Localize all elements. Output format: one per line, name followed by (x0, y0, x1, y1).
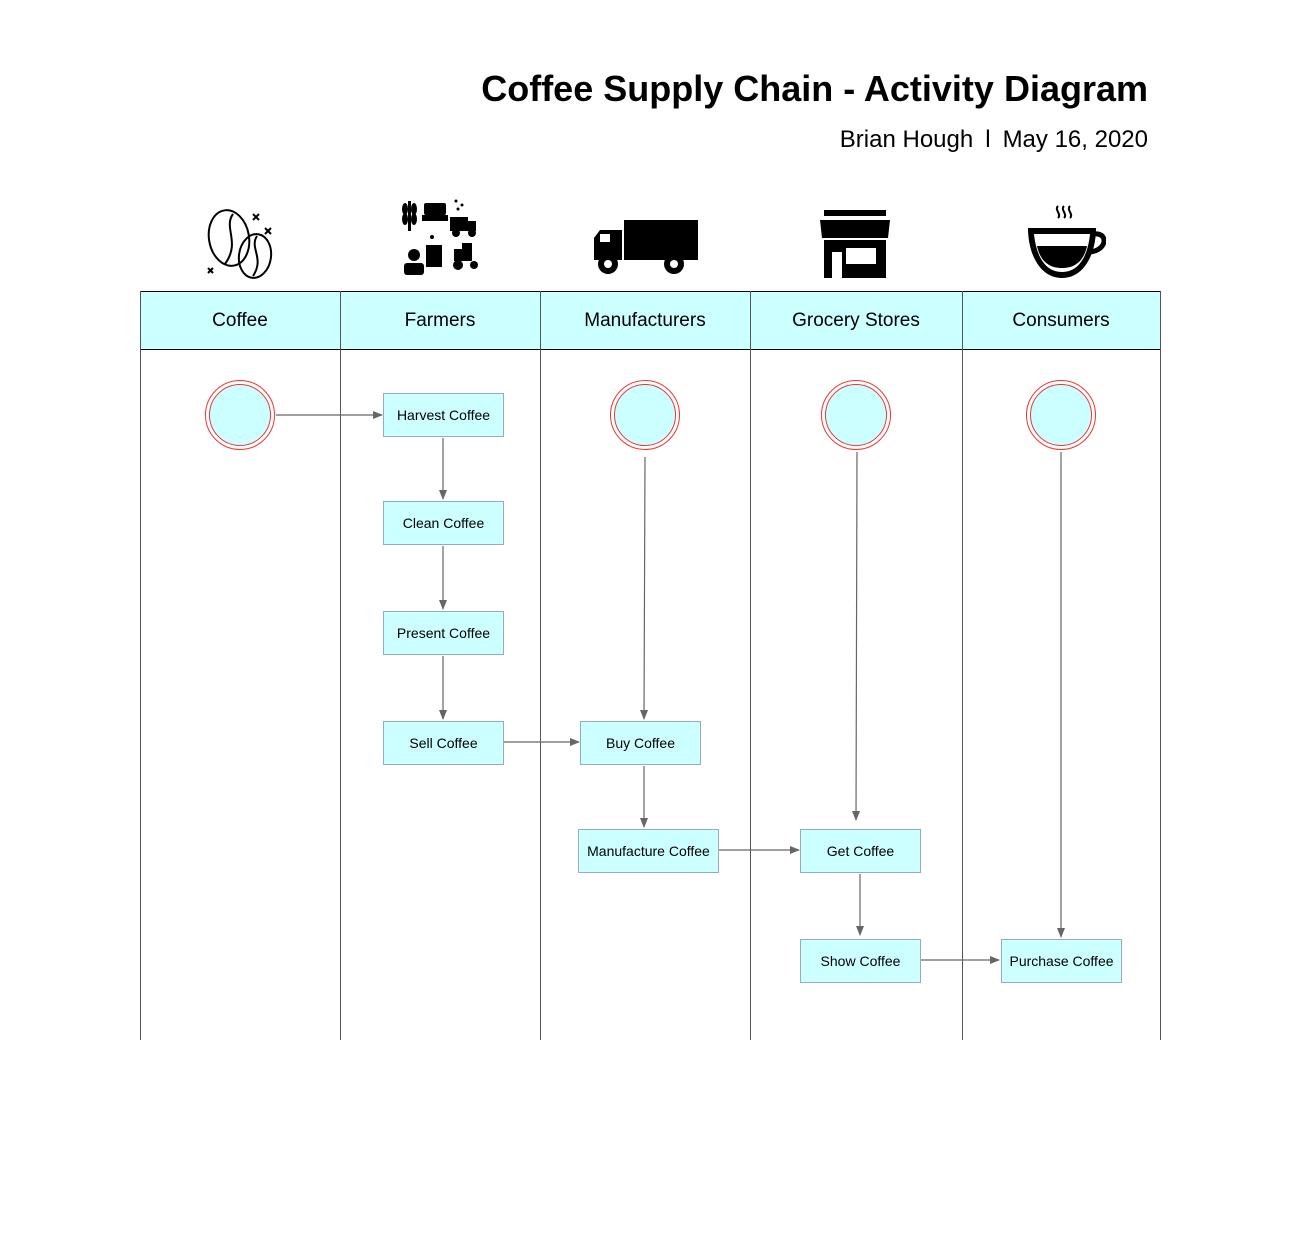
activity-buy-coffee[interactable]: Buy Coffee (580, 721, 701, 765)
truck-icon (594, 220, 698, 274)
lane-divider (1160, 291, 1161, 1040)
page-title: Coffee Supply Chain - Activity Diagram (481, 68, 1148, 109)
store-icon (820, 210, 890, 278)
activity-present-coffee[interactable]: Present Coffee (383, 611, 504, 655)
start-node-grocery-stores (821, 380, 891, 450)
lane-divider (540, 291, 541, 1040)
page-subtitle: Brian Hough l May 16, 2020 (840, 126, 1148, 154)
edge-start-to-get (852, 451, 861, 821)
activity-clean-coffee[interactable]: Clean Coffee (383, 501, 504, 545)
start-node-coffee (205, 380, 275, 450)
lane-header-grocery-stores: Grocery Stores (750, 291, 962, 350)
lane-header-coffee: Coffee (140, 291, 340, 350)
lane-header-consumers: Consumers (962, 291, 1160, 350)
lane-header-farmers: Farmers (340, 291, 540, 350)
start-node-manufacturers (610, 380, 680, 450)
activity-show-coffee[interactable]: Show Coffee (800, 939, 921, 983)
farming-icon (402, 199, 478, 275)
activity-get-coffee[interactable]: Get Coffee (800, 829, 921, 873)
lane-divider (962, 291, 963, 1040)
coffee-beans-icon (207, 209, 273, 279)
activity-purchase-coffee[interactable]: Purchase Coffee (1001, 939, 1122, 983)
diagram-date: May 16, 2020 (1002, 126, 1148, 153)
activity-manufacture-coffee[interactable]: Manufacture Coffee (578, 829, 719, 873)
author-name: Brian Hough (839, 126, 974, 153)
lane-header-manufacturers: Manufacturers (540, 291, 750, 350)
activity-sell-coffee[interactable]: Sell Coffee (383, 721, 504, 765)
lane-divider (140, 291, 141, 1040)
start-node-consumers (1026, 380, 1096, 450)
subtitle-separator: l (985, 126, 991, 153)
lane-divider (340, 291, 341, 1040)
lane-divider (750, 291, 751, 1040)
activity-harvest-coffee[interactable]: Harvest Coffee (383, 393, 504, 437)
edge-start-to-buy (640, 456, 649, 720)
coffee-cup-icon (1028, 205, 1106, 278)
